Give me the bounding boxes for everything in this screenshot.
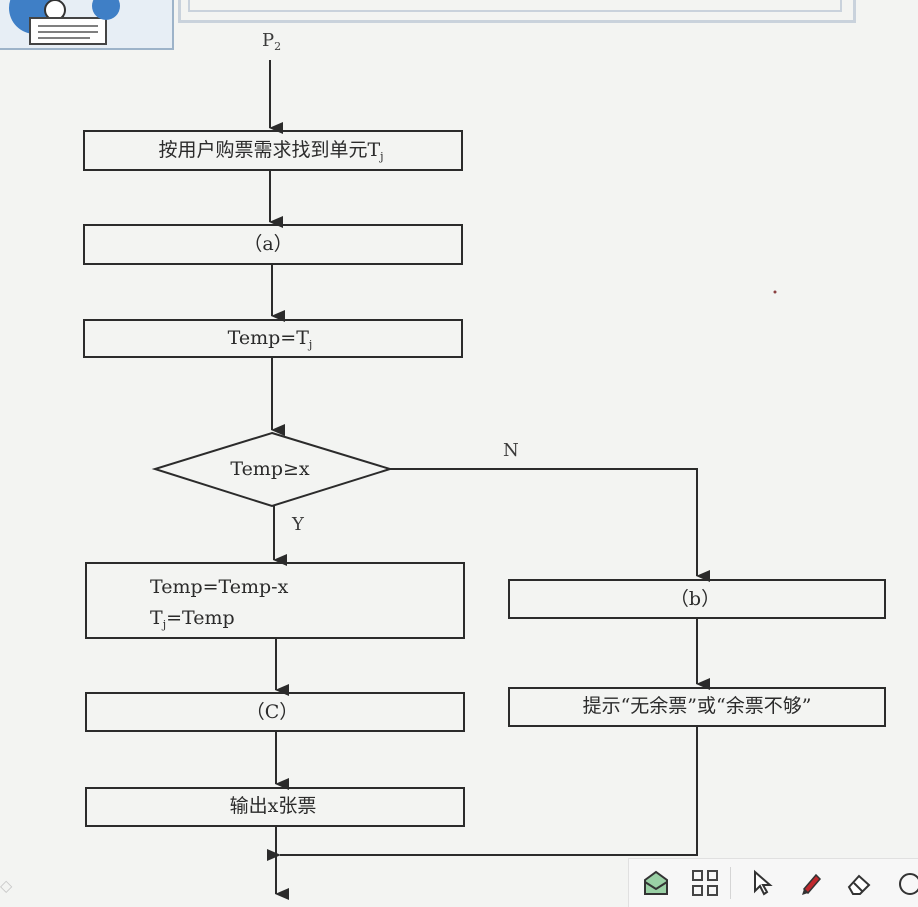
find-unit-main: 按用户购票需求找到单元T (158, 139, 381, 161)
label-no: N (503, 440, 519, 461)
pen-button[interactable] (789, 863, 832, 903)
text-update-line1: Temp=Temp-x (150, 576, 289, 598)
annotation-toolbar (628, 858, 918, 907)
logo-panel (0, 0, 174, 50)
teacher-logo-icon (9, 0, 120, 45)
speck-dot (773, 290, 777, 294)
find-unit-sub: j (380, 150, 384, 163)
connector-merge (267, 726, 698, 861)
text-decision: Temp≥x (230, 458, 310, 480)
text-find-unit: 按用户购票需求找到单元Tj (158, 139, 384, 163)
circle-icon (898, 873, 918, 895)
label-yes: Y (292, 514, 304, 535)
text-temp-assign: Temp=Tj (227, 327, 313, 351)
update-line2-sub: j (162, 618, 167, 631)
update-line2-pre: T (150, 607, 163, 629)
inbox-button[interactable] (635, 863, 678, 903)
decision-diamond (151, 431, 394, 508)
top-frame-inner (188, 0, 842, 12)
grid-icon (691, 870, 718, 896)
box-update (85, 562, 465, 639)
toolbar-separator (730, 867, 731, 899)
inbox-icon (644, 870, 669, 895)
text-output: 输出x张票 (229, 795, 317, 817)
grid-button[interactable] (684, 863, 727, 903)
pen-icon (801, 873, 821, 895)
entry-label-text: P (262, 30, 275, 51)
entry-label-sub: 2 (274, 40, 282, 53)
eraser-icon (847, 874, 871, 895)
top-frame-outer (178, 0, 856, 23)
temp-assign-main: Temp=T (227, 327, 309, 349)
connector-no (390, 468, 710, 582)
update-line2-post: =Temp (166, 607, 235, 629)
text-step-a: （a） (243, 233, 293, 255)
box-find-unit (83, 130, 463, 171)
pointer-button[interactable] (741, 863, 784, 903)
eraser-button[interactable] (838, 863, 881, 903)
entry-label: P2 (262, 30, 281, 53)
text-update-line2: Tj=Temp (150, 607, 235, 631)
text-notice: 提示“无余票”或“余票不够” (582, 695, 812, 717)
text-step-b: （b） (669, 588, 721, 610)
shape-button[interactable] (886, 863, 918, 903)
temp-assign-sub: j (308, 338, 313, 351)
page-prev-icon[interactable]: ◇ (0, 876, 13, 895)
text-step-c: （C） (245, 701, 299, 723)
pointer-icon (754, 869, 773, 896)
